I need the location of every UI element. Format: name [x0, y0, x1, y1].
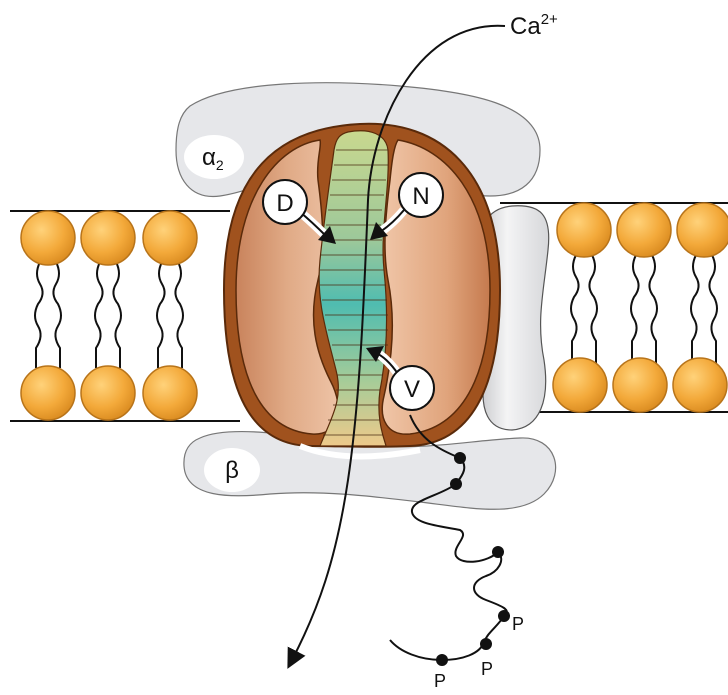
beta-symbol: β: [225, 457, 239, 484]
lipid-heads-right-top: [557, 203, 728, 257]
site-d-label: D: [276, 190, 293, 217]
site-n: N: [399, 173, 443, 217]
ion-label: Ca2+: [510, 11, 558, 40]
lipid-heads-left-bottom: [21, 366, 197, 420]
site-d: D: [263, 180, 307, 224]
alpha2-subscript: 2: [216, 157, 224, 173]
lipid-heads-right-bottom: [553, 358, 727, 412]
ion-charge: 2+: [541, 11, 558, 28]
lipid-heads-left-top: [21, 211, 197, 265]
alpha2-symbol: α: [202, 144, 216, 171]
site-v: V: [390, 366, 434, 410]
phosphate-label-3: P: [434, 671, 446, 690]
phosphate-label-2: P: [481, 659, 493, 679]
ion-base: Ca: [510, 13, 541, 40]
lipid-tails-left: [35, 262, 183, 368]
lipid-tails-right: [571, 255, 717, 365]
alpha1-channel: [224, 124, 500, 457]
site-n-label: N: [412, 183, 429, 210]
site-v-label: V: [404, 376, 420, 403]
beta-label: β: [204, 448, 260, 492]
phosphate-label-1: P: [512, 614, 524, 634]
alpha2-label: α2: [184, 135, 244, 179]
